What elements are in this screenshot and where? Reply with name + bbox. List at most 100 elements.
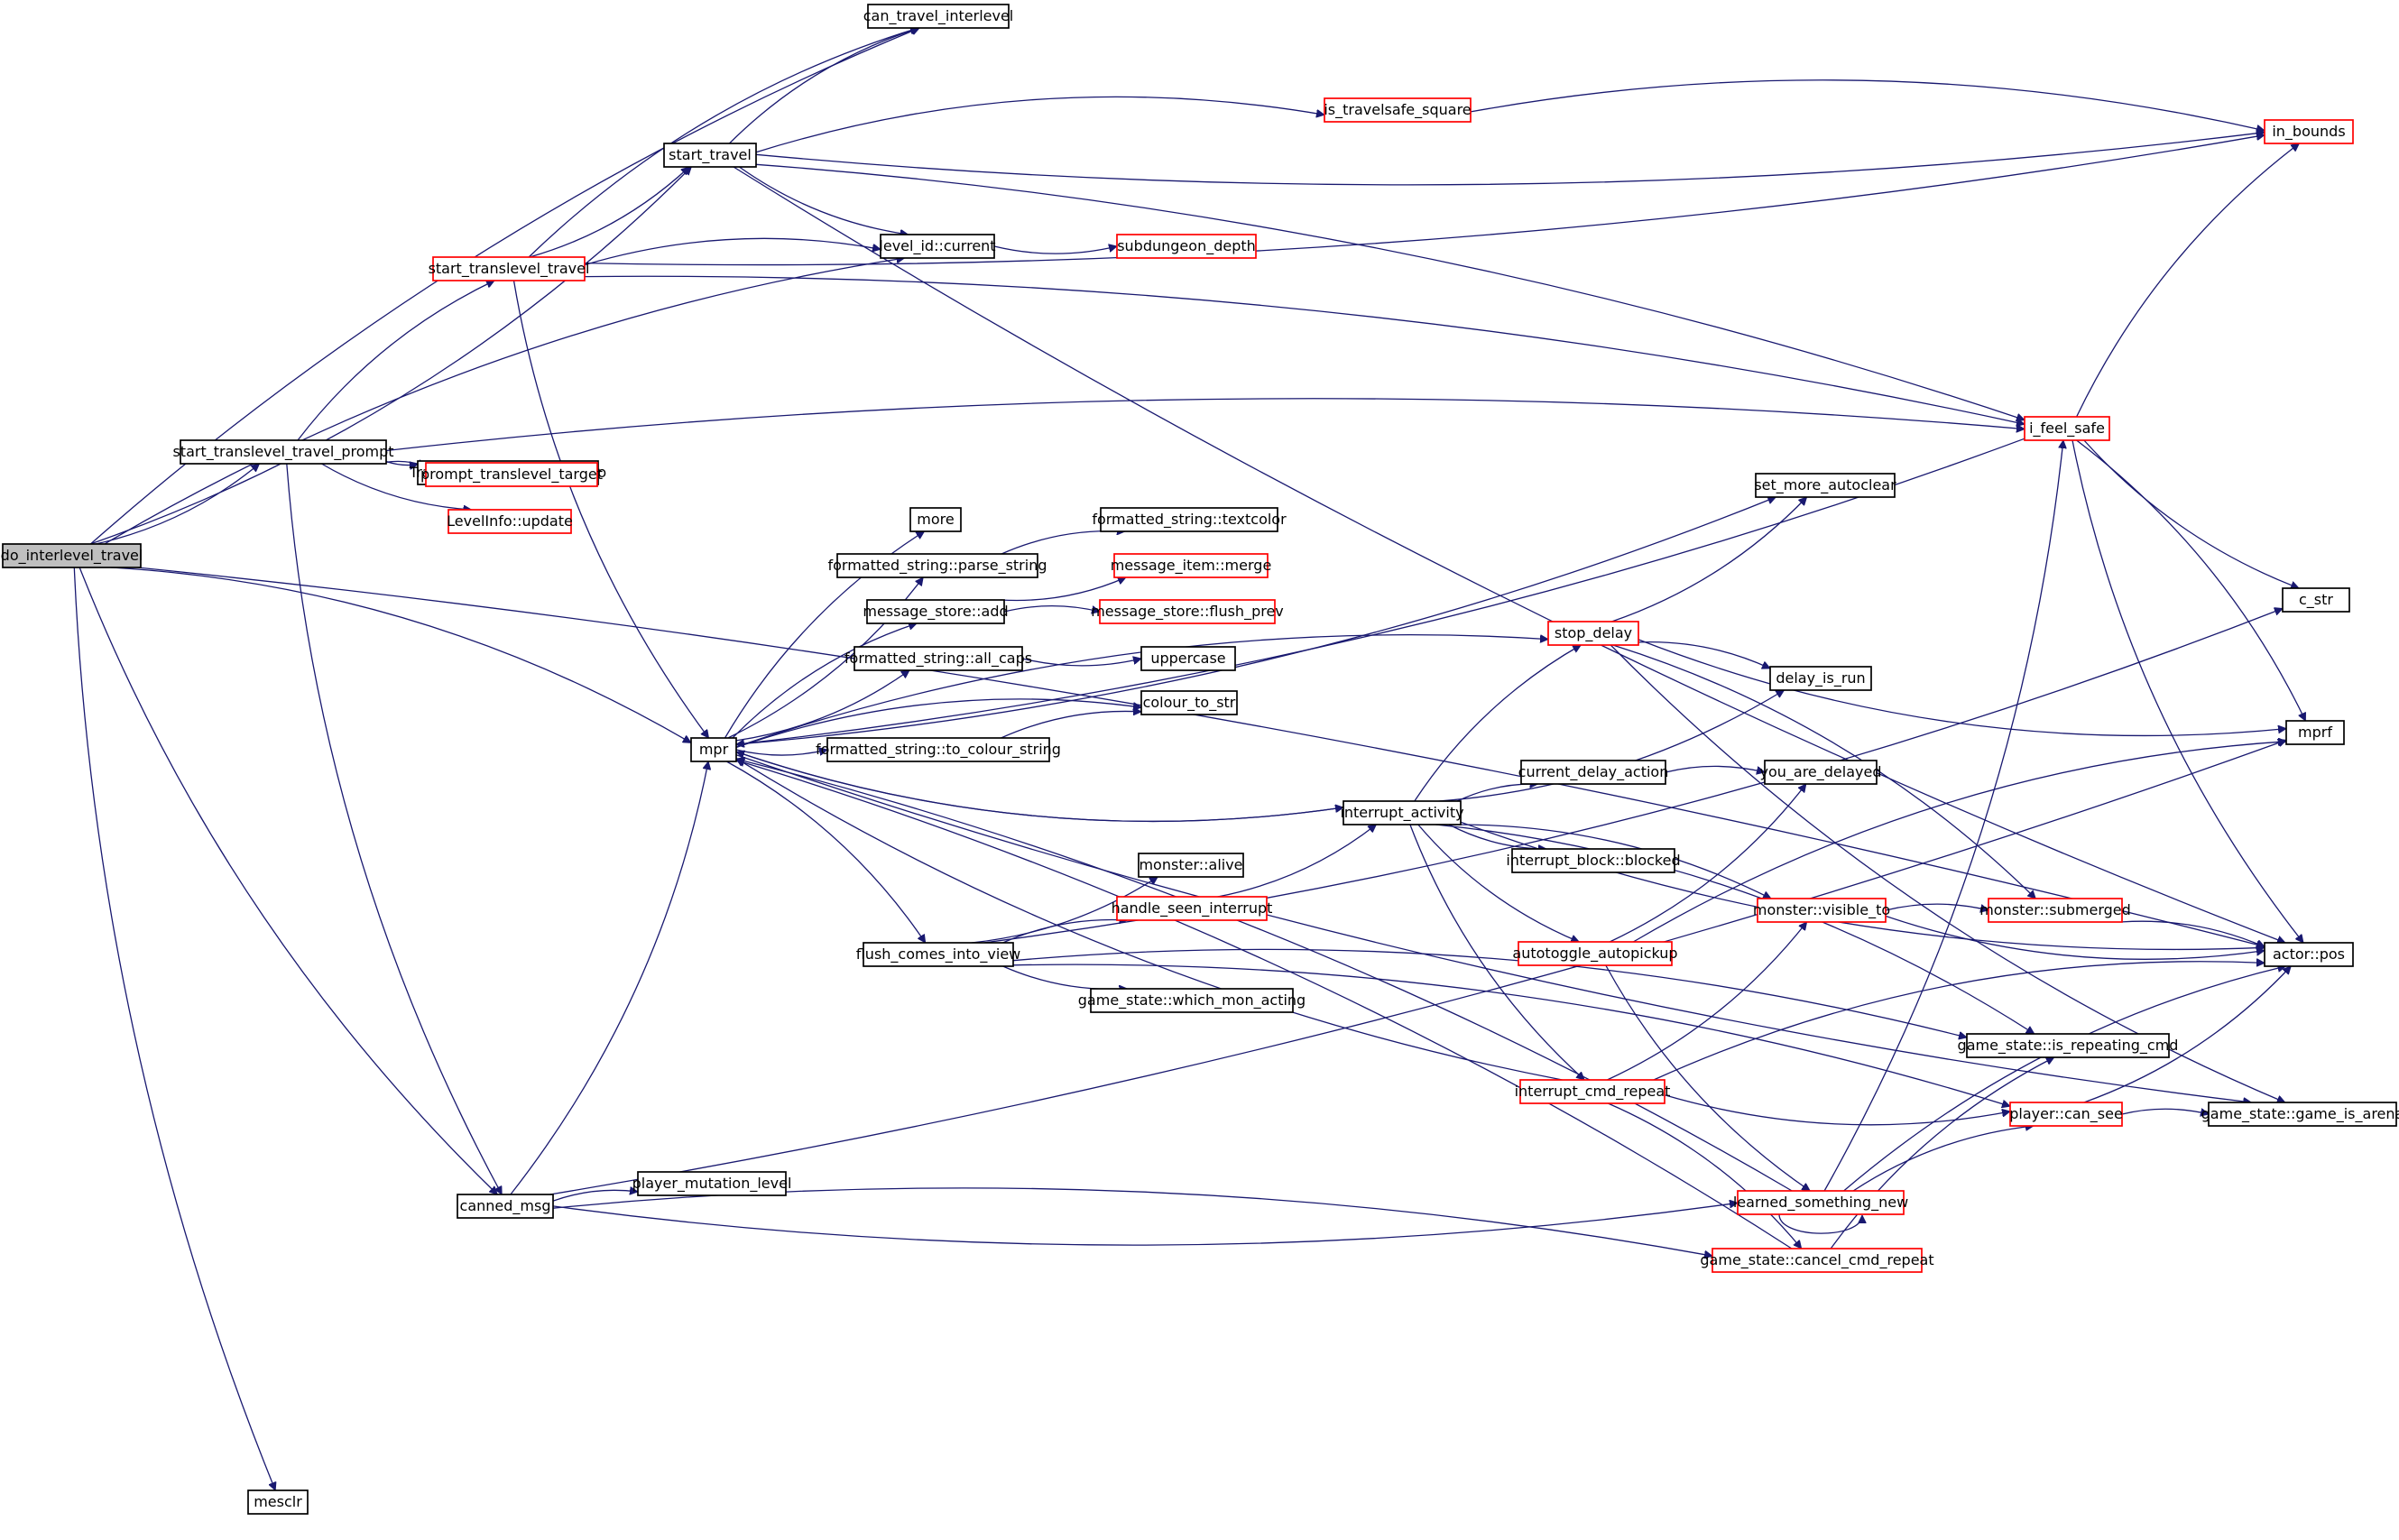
edge-start_travel-to-i_feel_safe	[755, 163, 2025, 420]
edge-is_travelsafe_square-to-in_bounds	[1470, 79, 2265, 131]
node-levelinfo-update[interactable]: LevelInfo::update	[447, 509, 573, 534]
node-label: start_translevel_travel	[429, 260, 590, 278]
node-box	[663, 143, 757, 168]
node-label: game_state::game_is_arena	[2201, 1105, 2399, 1123]
node-gs-game-is-arena[interactable]: game_state::game_is_arena	[2201, 1102, 2399, 1127]
node-delay-is-run[interactable]: delay_is_run	[1769, 666, 1872, 691]
edge-i_feel_safe-to-mprf	[2076, 439, 2306, 721]
node-prompt-translevel-target[interactable]: prompt_translevel_target	[420, 462, 603, 487]
node-message-store-flush-prev[interactable]: message_store::flush_prev	[1091, 599, 1284, 624]
edge-stop_delay-to-monster_submerged	[1612, 644, 2036, 899]
node-label: more	[917, 511, 954, 528]
node-mpr[interactable]: mpr	[690, 737, 737, 762]
node-subdungeon-depth[interactable]: subdungeon_depth	[1116, 234, 1257, 259]
node-handle-seen-interrupt[interactable]: handle_seen_interrupt	[1112, 896, 1273, 921]
node-message-store-add[interactable]: message_store::add	[863, 599, 1009, 624]
edge-interrupt_activity-to-autotoggle_autopickup	[1417, 824, 1579, 942]
edge-learned_something_new-to-learned_something_new	[1778, 1213, 1862, 1234]
node-label: canned_msg	[460, 1197, 551, 1215]
node-interrupt-cmd-repeat[interactable]: interrupt_cmd_repeat	[1515, 1079, 1671, 1104]
node-uppercase[interactable]: uppercase	[1140, 646, 1236, 671]
node-mesclr[interactable]: mesclr	[247, 1489, 309, 1515]
edge-level_id_current-to-subdungeon_depth	[993, 246, 1117, 254]
node-set-more-autoclear[interactable]: set_more_autoclear	[1754, 473, 1896, 498]
node-label: start_travel	[669, 146, 752, 164]
node-actor-pos[interactable]: actor::pos	[2264, 942, 2354, 967]
node-fs-to-colour-string[interactable]: formatted_string::to_colour_string	[816, 737, 1061, 762]
nodes-layer: do_interlevel_travel can_travel_interleve…	[1, 4, 2399, 1515]
node-gs-cancel-cmd-repeat[interactable]: game_state::cancel_cmd_repeat	[1700, 1248, 1934, 1273]
node-mprf[interactable]: mprf	[2285, 720, 2345, 745]
node-box	[1547, 621, 1639, 646]
edge-mpr-to-colour_to_str	[735, 698, 1141, 749]
node-label: subdungeon_depth	[1117, 237, 1256, 255]
node-fs-textcolor[interactable]: formatted_string::textcolor	[1092, 507, 1287, 532]
node-is-travelsafe-square[interactable]: is_travelsafe_square	[1324, 97, 1472, 123]
edge-i_feel_safe-to-c_str	[2083, 439, 2299, 588]
node-in-bounds[interactable]: in_bounds	[2264, 119, 2354, 144]
node-more[interactable]: more	[909, 507, 962, 532]
node-c-str[interactable]: c_str	[2282, 587, 2350, 613]
edge-flush_comes_into_view-to-gs_which_mon_acting	[1002, 965, 1128, 989]
edge-monster_visible_to-to-actor_pos	[1885, 915, 2265, 960]
node-flush-comes-into-view[interactable]: flush_comes_into_view	[856, 942, 1021, 967]
edge-player_can_see-to-gs_game_is_arena	[2121, 1109, 2209, 1114]
edge-monster_submerged-to-actor_pos	[2121, 920, 2265, 946]
node-box	[1113, 553, 1269, 578]
edge-interrupt_cmd_repeat-to-monster_visible_to	[1607, 922, 1806, 1081]
node-label: message_store::add	[863, 603, 1008, 621]
node-current-delay-action[interactable]: current_delay_action	[1518, 760, 1669, 785]
node-box	[909, 507, 962, 532]
node-interrupt-activity[interactable]: interrupt_activity	[1340, 800, 1464, 825]
edge-i_feel_safe-to-actor_pos	[2071, 439, 2303, 943]
edge-start_translevel_travel_prompt-to-i_feel_safe	[385, 398, 2025, 452]
node-box	[2024, 416, 2110, 441]
node-label: player_mutation_level	[632, 1175, 792, 1193]
node-do-interlevel-travel[interactable]: do_interlevel_travel	[1, 543, 143, 568]
node-player-can-see[interactable]: player::can_see	[2009, 1102, 2123, 1127]
node-message-item-merge[interactable]: message_item::merge	[1111, 553, 1272, 578]
edge-mpr-to-flush_comes_into_view	[725, 761, 925, 943]
node-you-are-delayed[interactable]: you_are_delayed	[1760, 760, 1882, 785]
node-label: monster::submerged	[1979, 901, 2131, 918]
node-box	[1140, 646, 1236, 671]
node-gs-which-mon-acting[interactable]: game_state::which_mon_acting	[1078, 988, 1306, 1013]
edge-gs_cancel_cmd_repeat-to-gs_is_repeating_cmd	[1830, 1056, 2054, 1250]
node-autotoggle-autopickup[interactable]: autotoggle_autopickup	[1512, 941, 1678, 966]
node-box	[448, 509, 572, 534]
node-gs-is-repeating-cmd[interactable]: game_state::is_repeating_cmd	[1958, 1033, 2179, 1058]
node-label: player::can_see	[2009, 1105, 2123, 1123]
node-player-mutation-level[interactable]: player_mutation_level	[632, 1171, 792, 1196]
node-box	[853, 646, 1023, 671]
edge-monster_visible_to-to-monster_submerged	[1885, 903, 1988, 910]
edge-mpr-to-gs_game_is_arena	[735, 754, 2251, 1102]
node-interrupt-block-blocked[interactable]: interrupt_block::blocked	[1506, 848, 1681, 873]
node-start-translevel-travel[interactable]: start_translevel_travel	[429, 256, 590, 281]
node-colour-to-str[interactable]: colour_to_str	[1140, 690, 1238, 715]
node-label: handle_seen_interrupt	[1112, 899, 1273, 918]
node-box	[2282, 587, 2350, 613]
node-fs-all-caps[interactable]: formatted_string::all_caps	[844, 646, 1032, 671]
node-box	[457, 1194, 554, 1219]
node-box	[1737, 1190, 1905, 1215]
node-start-translevel-travel-prompt[interactable]: start_translevel_travel_prompt	[172, 439, 394, 465]
node-label: message_item::merge	[1111, 557, 1272, 575]
node-box	[1116, 896, 1268, 921]
node-box	[1769, 666, 1872, 691]
node-monster-alive[interactable]: monster::alive	[1138, 853, 1244, 878]
node-monster-visible-to[interactable]: monster::visible_to	[1753, 898, 1890, 923]
node-fs-parse-string[interactable]: formatted_string::parse_string	[827, 553, 1047, 578]
node-box	[2264, 942, 2354, 967]
node-level-id-current[interactable]: level_id::current	[879, 234, 996, 259]
edge-canned_msg-to-gs_cancel_cmd_repeat	[552, 1187, 1712, 1256]
node-start-travel[interactable]: start_travel	[663, 143, 757, 168]
node-label: game_state::cancel_cmd_repeat	[1700, 1251, 1933, 1269]
node-box	[1520, 760, 1666, 785]
node-i-feel-safe[interactable]: i_feel_safe	[2024, 416, 2110, 441]
node-can-travel-interlevel[interactable]: can_travel_interlevel	[863, 4, 1013, 29]
node-learned-something-new[interactable]: learned_something_new	[1733, 1190, 1908, 1215]
node-stop-delay[interactable]: stop_delay	[1547, 621, 1639, 646]
node-monster-submerged[interactable]: monster::submerged	[1979, 898, 2131, 923]
node-canned-msg[interactable]: canned_msg	[457, 1194, 554, 1219]
